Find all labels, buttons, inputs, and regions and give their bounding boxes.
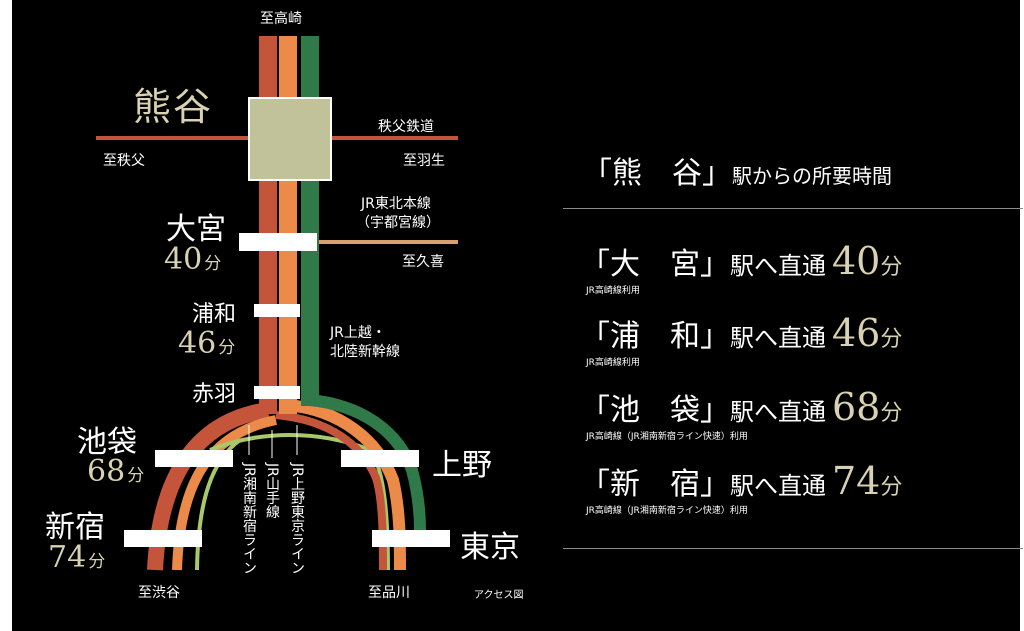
joetsu-label-1: JR上越・	[330, 325, 386, 341]
row-close-quote: 」	[700, 467, 730, 502]
summary-bottom-divider	[563, 548, 1023, 549]
title-origin: 熊 谷	[612, 156, 702, 191]
row-close-quote: 」	[700, 247, 730, 282]
ueno-tokyo-line-label: JR上野東京ライン	[289, 463, 305, 575]
joetsu-label-2: 北陸新幹線	[330, 344, 400, 360]
urawa-label: 浦和	[192, 302, 237, 327]
row-direct-suffix: 駅へ直通	[730, 252, 826, 280]
urawa-minutes-value: 46	[178, 326, 217, 361]
shinjuku-minutes-unit: 分	[88, 552, 106, 572]
row-minutes: 40	[832, 239, 881, 283]
ikebukuro-station-box	[155, 450, 233, 467]
to-shibuya-label: 至渋谷	[138, 585, 180, 601]
tohoku-line-label-1: JR東北本線	[361, 196, 431, 212]
shonan-shinjuku-line-label: JR湘南新宿ライン	[241, 463, 257, 575]
omiya-minutes-value: 40	[164, 242, 203, 277]
urawa-station-box	[254, 304, 300, 317]
row-minute-unit: 分	[880, 475, 903, 500]
akabane-station-box	[254, 386, 300, 399]
title-close-quote: 」	[702, 156, 732, 191]
to-kuki-label: 至久喜	[402, 254, 444, 270]
summary-top-divider	[563, 208, 1023, 209]
access-map-label: アクセス図	[474, 590, 524, 601]
ikebukuro-minutes-value: 68	[87, 454, 126, 489]
shonan-ueno-tokyo-line	[279, 36, 297, 414]
tokyo-label: 東京	[460, 530, 520, 565]
ueno-label: 上野	[432, 448, 492, 483]
urawa-minutes-unit: 分	[218, 338, 236, 358]
to-chichibu-label: 至秩父	[103, 153, 145, 169]
row-open-quote: 「	[580, 247, 610, 282]
row-station: 浦 和	[610, 319, 700, 354]
row-minutes: 74	[832, 459, 881, 503]
shinkansen-line	[301, 36, 319, 406]
row-open-quote: 「	[580, 393, 610, 428]
takasaki-line	[259, 36, 277, 414]
to-hanyu-label: 至羽生	[403, 153, 445, 169]
kumagaya-station-box	[248, 97, 332, 181]
tohoku-line-label-2: （宇都宮線）	[356, 215, 440, 231]
row-station: 大 宮	[610, 247, 700, 282]
row-direct-suffix: 駅へ直通	[730, 472, 826, 500]
to-takasaki-label: 至高崎	[260, 11, 302, 27]
shinjuku-minutes-value: 74	[48, 540, 87, 575]
omiya-minutes-unit: 分	[204, 254, 222, 274]
row-note: JR高崎線（JR湘南新宿ライン快速）利用	[586, 432, 748, 442]
shinjuku-label: 新宿	[45, 510, 105, 545]
to-shinagawa-label: 至品川	[368, 585, 410, 601]
row-open-quote: 「	[580, 467, 610, 502]
ueno-station-box	[341, 450, 419, 467]
row-close-quote: 」	[700, 393, 730, 428]
omiya-label: 大宮	[166, 212, 226, 247]
ikebukuro-label: 池袋	[77, 425, 137, 460]
row-station: 新 宿	[610, 467, 700, 502]
row-minutes: 68	[832, 385, 881, 429]
row-direct-suffix: 駅へ直通	[730, 324, 826, 352]
ikebukuro-minutes-unit: 分	[127, 466, 145, 486]
row-minute-unit: 分	[880, 255, 903, 280]
row-station: 池 袋	[610, 393, 700, 428]
row-minute-unit: 分	[880, 327, 903, 352]
chichibu-railway-label: 秩父鉄道	[378, 119, 434, 135]
summary-title: 「熊 谷」駅からの所要時間	[582, 148, 892, 192]
yamanote-arc-left	[195, 438, 242, 571]
row-note: JR高崎線利用	[586, 358, 640, 368]
row-open-quote: 「	[580, 319, 610, 354]
row-minutes: 46	[832, 311, 881, 355]
kumagaya-label: 熊谷	[133, 85, 214, 129]
tokyo-station-box	[372, 530, 450, 547]
title-suffix: 駅からの所要時間	[732, 164, 892, 188]
row-minute-unit: 分	[880, 401, 903, 426]
row-close-quote: 」	[700, 319, 730, 354]
akabane-label: 赤羽	[192, 382, 237, 407]
row-note: JR高崎線（JR湘南新宿ライン快速）利用	[586, 506, 748, 516]
omiya-station-box	[239, 233, 317, 251]
row-note: JR高崎線利用	[586, 286, 640, 296]
row-direct-suffix: 駅へ直通	[730, 398, 826, 426]
title-open-quote: 「	[582, 156, 612, 191]
yamanote-line-label: JR山手線	[264, 463, 280, 519]
shinjuku-station-box	[124, 530, 202, 547]
